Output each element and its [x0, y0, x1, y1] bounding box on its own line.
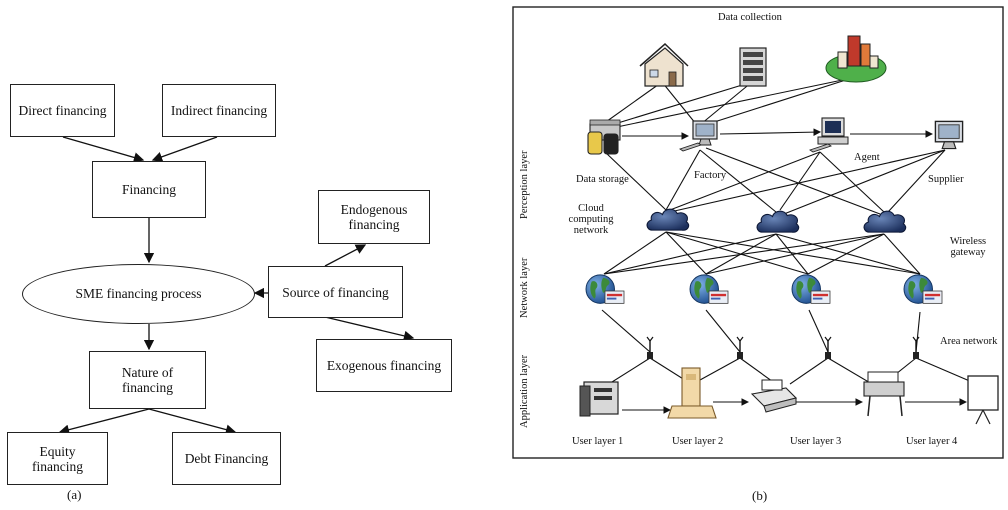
network-layer-label: Network layer — [519, 257, 530, 318]
source-of-financing-box: Source of financing — [268, 266, 403, 318]
mainframe-icon — [579, 381, 619, 417]
data-storage-label: Data storage — [576, 174, 629, 185]
sme-financing-process: SME financing process — [22, 264, 255, 324]
house-icon — [639, 42, 689, 87]
user-layer-3-label: User layer 3 — [790, 436, 842, 447]
endogenous-financing-box: Endogenous financing — [318, 190, 430, 244]
financing-box: Financing — [92, 161, 206, 218]
cloud-2-icon — [756, 210, 800, 233]
exogenous-financing-box: Exogenous financing — [316, 339, 452, 392]
globe-4-icon — [903, 274, 943, 304]
supplier-monitor-icon — [934, 120, 964, 150]
indirect-financing-box: Indirect financing — [162, 84, 276, 137]
display-board-icon — [967, 375, 999, 425]
area-network-label: Area network — [940, 336, 998, 347]
supplier-label: Supplier — [928, 174, 964, 185]
direct-financing-box: Direct financing — [10, 84, 115, 137]
nature-of-financing-box: Nature of financing — [89, 351, 206, 409]
user-layer-2-label: User layer 2 — [672, 436, 724, 447]
factory-label: Factory — [694, 170, 727, 181]
city-icon — [825, 35, 887, 83]
agent-computer-icon — [809, 117, 849, 153]
antenna-2-icon — [736, 336, 744, 360]
application-layer-label: Application layer — [519, 354, 530, 428]
antenna-4-icon — [912, 336, 920, 360]
printer-icon — [750, 379, 798, 413]
user-layer-1-label: User layer 1 — [572, 436, 624, 447]
equity-financing-box: Equity financing — [7, 432, 108, 485]
antenna-1-icon — [646, 336, 654, 360]
data-collection-label: Data collection — [718, 12, 782, 23]
globe-3-icon — [791, 274, 831, 304]
debt-financing-box: Debt Financing — [172, 432, 281, 485]
data-storage-icon — [587, 119, 621, 155]
agent-label: Agent — [854, 152, 880, 163]
machine-icon — [667, 367, 717, 419]
caption-b: (b) — [752, 488, 768, 503]
cloud-3-icon — [863, 210, 907, 233]
caption-a: (a) — [67, 487, 82, 502]
globe-2-icon — [689, 274, 729, 304]
server-icon — [739, 47, 767, 87]
globe-1-icon — [585, 274, 625, 304]
perception-layer-label: Perception layer — [519, 150, 530, 219]
cloud-1-icon — [646, 208, 690, 231]
wireless-gateway-label: Wireless gateway — [949, 236, 987, 258]
plotter-icon — [863, 371, 905, 417]
cloud-computing-label: Cloud computing network — [568, 203, 614, 236]
user-layer-4-label: User layer 4 — [906, 436, 958, 447]
